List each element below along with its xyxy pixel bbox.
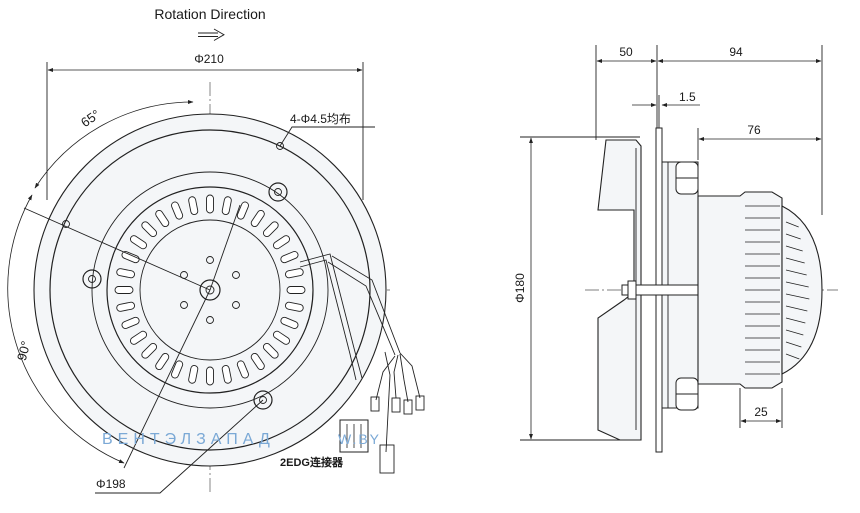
motor-body bbox=[697, 191, 783, 389]
rotor-slot bbox=[785, 221, 799, 228]
motor-length-label: 76 bbox=[747, 123, 761, 137]
impeller-blade bbox=[171, 360, 184, 379]
impeller-blade bbox=[206, 194, 214, 214]
hub-length-label: 25 bbox=[754, 405, 768, 419]
impeller-blade bbox=[285, 268, 304, 279]
side-housing-profile bbox=[597, 139, 642, 441]
impeller-blade bbox=[250, 209, 265, 228]
angle-radius-line-2 bbox=[123, 289, 211, 469]
rotor-slot bbox=[785, 305, 808, 312]
rotor-slot bbox=[785, 317, 806, 324]
impeller-blade bbox=[221, 196, 232, 215]
motor-fins bbox=[745, 205, 780, 375]
hub-hole bbox=[180, 301, 188, 309]
impeller-blade bbox=[280, 251, 299, 264]
impeller-inner bbox=[139, 219, 281, 361]
impeller-blade bbox=[141, 342, 158, 359]
impeller-blade bbox=[188, 365, 199, 384]
angle-radius-line-1 bbox=[23, 207, 211, 291]
holes-label: 4-Φ4.5均布 bbox=[290, 112, 351, 126]
impeller-blade bbox=[141, 221, 158, 238]
angle-top-label: 65° bbox=[78, 107, 103, 131]
motor-rotor-cap bbox=[781, 205, 823, 375]
rotation-direction-label: Rotation Direction bbox=[154, 6, 265, 22]
impeller-blade bbox=[236, 360, 249, 379]
impeller-blades bbox=[114, 194, 306, 386]
hub-hole bbox=[232, 301, 240, 309]
rotor-slot bbox=[785, 341, 802, 348]
rotor-slot bbox=[785, 281, 809, 288]
impeller-blade bbox=[155, 352, 170, 371]
shaft-nut bbox=[627, 280, 637, 300]
impeller-blade bbox=[221, 365, 232, 384]
hub-hole bbox=[206, 256, 214, 264]
rotor-slot bbox=[785, 329, 804, 336]
rotor-slot bbox=[785, 245, 803, 252]
impeller-blade bbox=[129, 330, 148, 345]
impeller-blade bbox=[262, 221, 279, 238]
width-front-label: 50 bbox=[619, 45, 633, 59]
impeller-blade bbox=[171, 201, 184, 220]
mount-hole-top bbox=[268, 182, 288, 202]
hub-circle bbox=[199, 279, 221, 301]
watermark-right: W.BY bbox=[338, 431, 381, 447]
impeller-blade bbox=[272, 235, 291, 250]
rotation-arrow-icon bbox=[198, 28, 225, 41]
impeller-blade bbox=[286, 286, 306, 294]
plate-thickness-label: 1.5 bbox=[679, 90, 696, 104]
impeller-blade bbox=[285, 301, 304, 312]
rotor-slot bbox=[785, 233, 801, 240]
angle-arc-top bbox=[34, 100, 194, 189]
small-hole-top bbox=[276, 142, 284, 150]
angle-radius-line-3 bbox=[209, 204, 241, 291]
wire-terminals bbox=[370, 395, 425, 415]
impeller-blade bbox=[236, 201, 249, 220]
front-view: Φ210 4-Φ4.5均布 65° 90° Φ198 bbox=[7, 52, 425, 495]
angle-side-label: 90° bbox=[14, 339, 34, 362]
hub-hole bbox=[206, 316, 214, 324]
body-diameter-label: Φ180 bbox=[513, 273, 527, 303]
outer-diameter-label: Φ210 bbox=[194, 52, 224, 66]
rotor-slot bbox=[785, 353, 800, 360]
impeller-blade bbox=[188, 196, 199, 215]
mount-circle-leader bbox=[95, 399, 264, 494]
impeller-blade bbox=[155, 209, 170, 228]
rotor-slots bbox=[785, 221, 810, 360]
rubber-mount-top bbox=[675, 161, 699, 195]
impeller-blade bbox=[272, 330, 291, 345]
mount-circle-label: Φ198 bbox=[96, 477, 126, 491]
rotor-slot bbox=[785, 257, 805, 264]
cable-bundle bbox=[299, 253, 421, 453]
rubber-mount-bottom bbox=[675, 377, 699, 411]
angle-arc-side bbox=[7, 194, 125, 464]
watermark-left: ВЕНТЭЛЗАПАД bbox=[102, 431, 275, 448]
impeller-blade bbox=[129, 235, 148, 250]
connector-housing bbox=[339, 419, 395, 474]
connector-label: 2EDG连接器 bbox=[280, 455, 344, 469]
mount-hole-bottom bbox=[253, 390, 273, 410]
rotor-slot bbox=[785, 269, 807, 276]
hub-hole bbox=[232, 271, 240, 279]
width-total-label: 94 bbox=[729, 45, 743, 59]
holes-leader-line bbox=[279, 126, 375, 147]
impeller-blade bbox=[250, 352, 265, 371]
impeller-blade bbox=[206, 366, 214, 386]
side-view: 50 94 1.5 76 Φ180 bbox=[513, 45, 838, 453]
rotor-slot bbox=[785, 293, 810, 300]
impeller-blade bbox=[262, 342, 279, 359]
shaft-circle bbox=[205, 285, 215, 295]
impeller-blade bbox=[280, 316, 299, 329]
impeller-blade bbox=[114, 286, 134, 294]
